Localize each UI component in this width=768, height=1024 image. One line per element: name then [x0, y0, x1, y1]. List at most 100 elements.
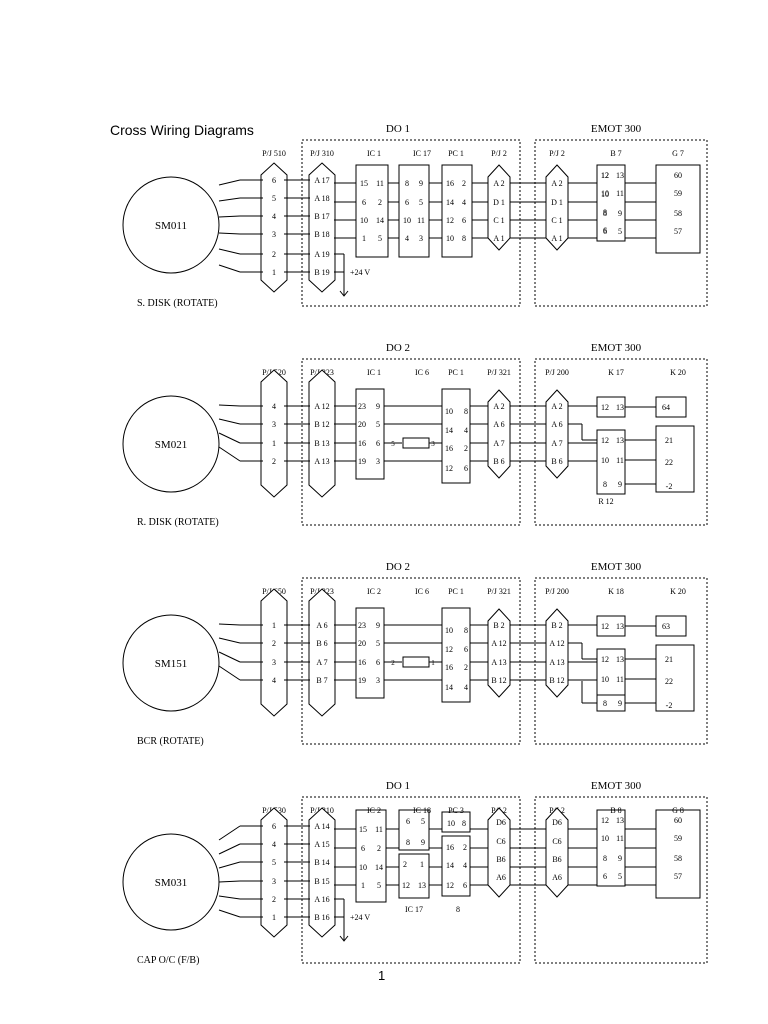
output-top-box — [655, 396, 687, 418]
chip-pin: 11 — [417, 216, 425, 225]
connector-header: P/J 2 — [549, 149, 565, 158]
chip-pin: 10 — [445, 407, 453, 416]
chip-pin: 8 — [406, 838, 410, 847]
chip-pin: 14 — [376, 216, 384, 225]
pin-label: B 13 — [314, 439, 329, 448]
relay-pin: 13 — [616, 436, 624, 445]
chip-pin: 2 — [463, 843, 467, 852]
chip-pin: 4 — [405, 234, 409, 243]
chip-pin: 16 — [358, 439, 366, 448]
pin-label: A 6 — [551, 420, 562, 429]
do-module-box — [301, 577, 521, 745]
chip-pin: 19 — [358, 457, 366, 466]
chip-pin: 23 — [358, 621, 366, 630]
chip-pin: 20 — [358, 639, 366, 648]
pin-label: A 13 — [549, 658, 564, 667]
connector-pj321 — [487, 389, 511, 479]
chip-pin: 2 — [462, 179, 466, 188]
chip-pin: 6 — [464, 645, 468, 654]
relay-pin: 10 — [601, 834, 609, 843]
motor-lead — [218, 446, 241, 462]
connector-header: P/J 321 — [487, 368, 511, 377]
relay-pin: 11 — [616, 675, 624, 684]
pin-label: 3 — [272, 658, 276, 667]
pin-label: 2 — [272, 895, 276, 904]
pin-label: A6 — [552, 873, 562, 882]
motor-lead — [218, 623, 241, 626]
emot-module-box — [534, 139, 708, 307]
chip-pin: 12 — [445, 645, 453, 654]
relay-pin: 10 — [601, 456, 609, 465]
diagram-caption: CAP O/C (F/B) — [137, 955, 199, 966]
output-pin: 21 — [665, 436, 673, 445]
relay-pin: 8 — [603, 699, 607, 708]
chip-pin: 2 — [378, 198, 382, 207]
connector-pj310 — [308, 162, 336, 293]
connector-pj200 — [545, 608, 569, 698]
pin-label: B 17 — [314, 212, 329, 221]
connector-header: PC 1 — [448, 368, 464, 377]
connector-header: PC 1 — [448, 149, 464, 158]
chip-pin: 16 — [445, 444, 453, 453]
ic6-optocoupler — [402, 437, 430, 449]
motor-lead — [218, 909, 241, 918]
ic-box — [355, 607, 385, 699]
connector-pj2-emot — [545, 807, 569, 898]
pc3-top-box — [441, 811, 471, 833]
relay-pin: 5 — [618, 227, 622, 236]
pin-label: A 12 — [314, 402, 329, 411]
pin-label: B 2 — [551, 621, 562, 630]
chip-pin: 5 — [378, 234, 382, 243]
pin-label: 4 — [272, 840, 276, 849]
diagram-caption: BCR (ROTATE) — [137, 736, 204, 747]
motor-circle — [122, 395, 220, 493]
output-pin: -2 — [666, 482, 673, 491]
g8-box — [655, 809, 701, 899]
pin-label: C 1 — [493, 216, 504, 225]
chip-pin: 20 — [358, 420, 366, 429]
chip-pin: 12 — [446, 216, 454, 225]
relay-pin: 13 — [616, 655, 624, 664]
connector-header: IC 17 — [413, 149, 431, 158]
chip-pin: 14 — [446, 861, 454, 870]
chip-pin: 3 — [431, 440, 435, 448]
pin-label: B 12 — [549, 676, 564, 685]
relay-pin: 5 — [618, 872, 622, 881]
pin-label: C6 — [496, 837, 505, 846]
pin-label: D6 — [496, 818, 506, 827]
relay-pin: 11 — [616, 456, 624, 465]
connector-pj510 — [260, 162, 288, 293]
ground-arrow — [339, 935, 349, 942]
chip-pin: 1 — [361, 881, 365, 890]
chip-pin: 8 — [464, 626, 468, 635]
pin-label: C6 — [552, 837, 561, 846]
motor-lead — [218, 215, 241, 218]
pin-label: B 18 — [314, 230, 329, 239]
ic-box — [355, 388, 385, 480]
chip-pin: 3 — [376, 457, 380, 466]
chip-pin: 11 — [376, 179, 384, 188]
chip-pin: 10 — [359, 863, 367, 872]
output-pin: 63 — [662, 622, 670, 631]
chip-pin: 13 — [418, 881, 426, 890]
pin-label: C 1 — [551, 216, 562, 225]
chip-pin: 8 — [464, 407, 468, 416]
pin-label: 1 — [272, 621, 276, 630]
connector-pj-left — [260, 588, 288, 717]
extra-label: IC 17 — [405, 905, 423, 914]
do-module-box — [301, 796, 521, 964]
motor-lead — [218, 432, 241, 444]
chip-pin: 19 — [358, 676, 366, 685]
chip-pin: 1 — [362, 234, 366, 243]
pin-label: A 12 — [491, 639, 506, 648]
ic17-box — [398, 164, 430, 258]
chip-pin: 9 — [376, 621, 380, 630]
ic18-box — [398, 809, 430, 851]
ic1-box — [355, 164, 389, 258]
supply-label: +24 V — [350, 913, 370, 922]
pin-label: A 16 — [314, 895, 329, 904]
emot-module-label: EMOT 300 — [591, 561, 642, 573]
chip-pin: 2 — [464, 444, 468, 453]
pin-label: 4 — [272, 402, 276, 411]
relay-pin: 10 — [601, 189, 609, 198]
